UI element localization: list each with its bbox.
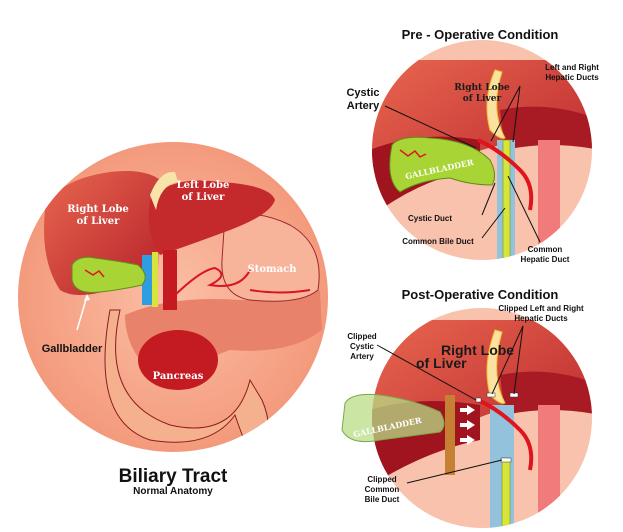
pre-op-gallbladder: [389, 136, 496, 193]
pre-operative-illustration: GALLBLADDER Right Lobe of Liver Cystic A…: [346, 40, 599, 264]
clipped-cbd-label-2: Common: [365, 485, 400, 494]
pre-op-title: Pre - Operative Condition: [401, 27, 559, 42]
clipped-cystic-artery-pointer: [376, 344, 477, 401]
post-op-aorta: [538, 405, 560, 528]
right-lobe-label-2: of Liver: [77, 216, 120, 227]
right-lobe-label-1: Right Lobe: [67, 204, 129, 215]
duodenum: [104, 309, 269, 452]
pancreas-label: Pancreas: [153, 371, 204, 382]
stomach-label: Stomach: [248, 264, 298, 275]
hepatic-ducts-label-1: Left and Right: [545, 63, 599, 72]
common-bile-duct-clip: [500, 457, 512, 463]
post-op-right-lobe-label-1: Right Lobe: [441, 342, 514, 358]
clipped-hepatic-ducts-label-2: Hepatic Ducts: [514, 314, 568, 323]
clipped-cbd-label-1: Clipped: [367, 475, 396, 484]
common-bile-duct-label: Common Bile Duct: [402, 237, 474, 246]
clipped-cystic-artery-label-3: Artery: [350, 352, 374, 361]
pre-op-gallbladder-vessels: [399, 149, 427, 158]
common-bile-duct-pointer: [481, 207, 506, 239]
common-bile-duct: [152, 252, 158, 307]
main-title: Biliary Tract: [118, 466, 228, 487]
hepatic-duct-clip-1: [486, 392, 496, 398]
left-lobe-liver: [148, 180, 275, 255]
cystic-artery-label-2: Artery: [347, 100, 380, 112]
pre-op-liver-shadow: [500, 106, 592, 150]
clipped-hepatic-ducts-pointer-2: [513, 325, 524, 395]
pre-op-right-lobe-label-2: of Liver: [463, 94, 502, 104]
arteries: [169, 266, 311, 301]
pre-op-hepatic-artery: [477, 138, 534, 211]
pre-op-aorta: [538, 140, 560, 260]
hepatic-ducts-pointer-2: [512, 85, 521, 143]
pre-op-common-bile-duct: [502, 139, 511, 260]
pre-op-right-lobe-label-1: Right Lobe: [454, 83, 510, 93]
portal-vein: [142, 255, 152, 305]
arrow-icon: [460, 420, 475, 430]
removed-gallbladder: [341, 393, 445, 443]
clipped-cystic-artery-label-1: Clipped: [347, 332, 376, 341]
cystic-artery-clip: [475, 397, 482, 403]
left-lobe-label-1: Left Lobe: [177, 180, 230, 191]
gallbladder-vessels: [84, 269, 105, 278]
stomach: [221, 213, 320, 302]
post-op-hepatic-artery: [477, 398, 534, 471]
removed-duct: [445, 395, 455, 475]
left-lobe-label-2: of Liver: [182, 192, 225, 203]
gallbladder: [71, 256, 146, 293]
post-op-ligament: [486, 329, 506, 404]
pre-op-liver: [372, 60, 592, 210]
cystic-artery-label-1: Cystic: [346, 87, 379, 99]
hepatic-ducts-label-2: Hepatic Ducts: [545, 73, 599, 82]
clipped-cbd-label-3: Bile Duct: [365, 495, 400, 504]
falciform-ligament: [150, 171, 178, 210]
hepatic-artery: [163, 250, 177, 310]
hepatic-ducts-pointer-1: [490, 85, 521, 142]
clipped-hepatic-ducts-label-1: Clipped Left and Right: [498, 304, 584, 313]
arrow-icon: [460, 435, 475, 445]
common-hepatic-duct-label-2: Hepatic Duct: [521, 255, 570, 264]
post-op-title: Post-Operative Condition: [401, 287, 559, 302]
arrow-icon: [460, 405, 475, 415]
gallbladder-label: Gallbladder: [42, 343, 103, 355]
pancreas-head: [138, 330, 218, 390]
post-operative-illustration: GALLBLADDER Right Lobe of Liver Clipped …: [341, 304, 592, 528]
gallbladder-pointer: [76, 295, 88, 331]
post-op-right-lobe-label-2: of Liver: [416, 355, 467, 371]
post-op-liver-shadow: [500, 371, 592, 415]
common-hepatic-duct-label-1: Common: [528, 245, 563, 254]
cystic-artery-pointer: [384, 105, 477, 149]
main-anatomy-illustration: Right Lobe of Liver Left Lobe of Liver S…: [18, 142, 328, 452]
pre-op-ligament: [486, 69, 506, 139]
post-op-common-bile-duct-stump: [501, 457, 511, 528]
cystic-duct-label: Cystic Duct: [408, 214, 452, 223]
clipped-cbd-pointer: [406, 459, 503, 484]
clipped-hepatic-ducts-pointer-1: [491, 325, 524, 395]
common-hepatic-duct-pointer: [507, 175, 541, 243]
gallbladder-pointer-arrowhead: [84, 294, 90, 301]
clipped-cystic-artery-label-2: Cystic: [350, 342, 375, 351]
removal-arrows: [460, 405, 475, 445]
cystic-duct-pointer: [481, 182, 496, 216]
main-subtitle: Normal Anatomy: [133, 486, 213, 497]
